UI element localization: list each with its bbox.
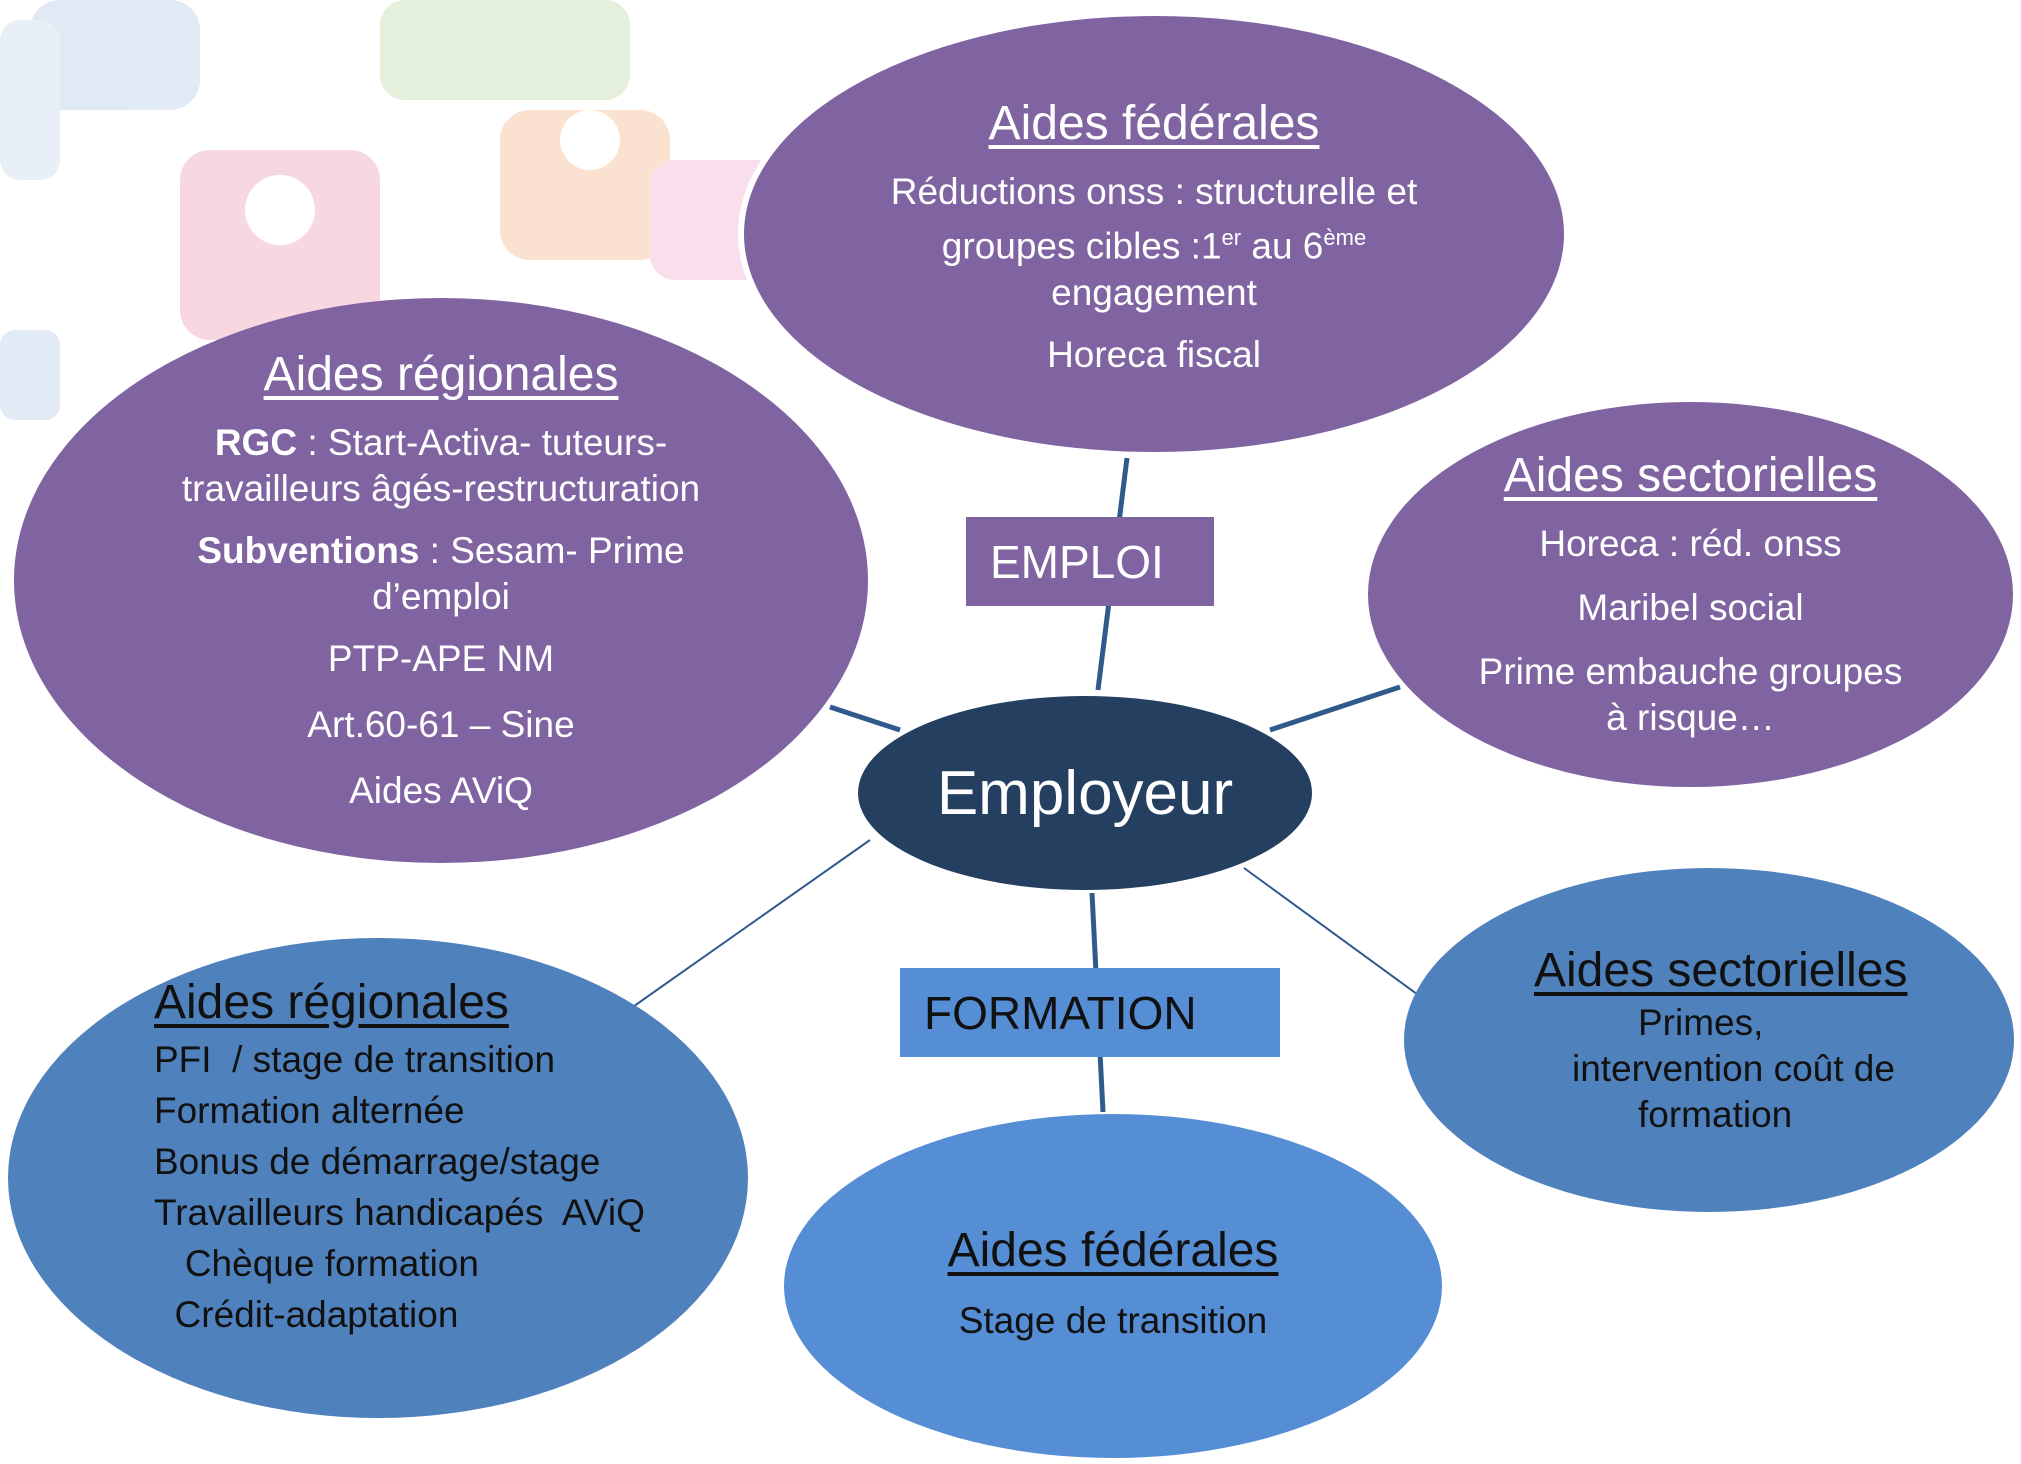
connector-line <box>829 704 901 733</box>
connector-line <box>599 839 871 1031</box>
emploi-regional-line: Aides AViQ <box>349 770 533 811</box>
emploi-sectoral-line: Horeca : réd. onss <box>1539 523 1842 564</box>
emploi-sectoral-line: Prime embauche groupes <box>1478 651 1903 692</box>
emploi-category-label: EMPLOI <box>966 517 1214 606</box>
emploi-federal-bubble: Aides fédérales Réductions onss : struct… <box>738 10 1570 458</box>
emploi-regional-line: Subventions : Sesam- Prime <box>197 530 685 571</box>
emploi-regional-bubble: Aides régionales RGC : Start-Activa- tut… <box>14 298 868 863</box>
formation-regional-title: Aides régionales <box>154 976 509 1029</box>
formation-federal-line: Stage de transition <box>958 1299 1268 1341</box>
emploi-federal-title: Aides fédérales <box>988 97 1320 151</box>
emploi-sectoral-line: Maribel social <box>1577 587 1804 628</box>
emploi-regional-line: RGC : Start-Activa- tuteurs- <box>214 422 668 463</box>
emploi-federal-line: Réductions onss : structurelle et <box>890 171 1418 213</box>
formation-federal-title: Aides fédérales <box>947 1223 1279 1277</box>
formation-federal-bubble: Aides fédérales Stage de transition <box>784 1114 1442 1458</box>
emploi-federal-line: Horeca fiscal <box>1047 333 1261 375</box>
formation-category-text: FORMATION <box>924 986 1197 1039</box>
bg-speech-bubble-icon <box>0 20 60 180</box>
formation-sectoral-title: Aides sectorielles <box>1534 943 1908 997</box>
bg-speech-bubble-icon <box>380 0 630 100</box>
emploi-regional-line: travailleurs âgés-restructuration <box>181 468 701 509</box>
formation-regional-item: Travailleurs handicapés AViQ <box>154 1192 645 1233</box>
formation-sectoral-line: formation <box>1638 1093 1793 1135</box>
emploi-category-text: EMPLOI <box>990 535 1164 588</box>
formation-regional-item: PFI / stage de transition <box>154 1039 556 1080</box>
bg-speech-bubble-icon <box>0 330 60 420</box>
formation-regional-item: Formation alternée <box>154 1090 465 1131</box>
formation-category-label: FORMATION <box>900 968 1280 1057</box>
emploi-regional-line: PTP-APE NM <box>327 638 555 679</box>
formation-sectoral-bubble: Aides sectorielles Primes, intervention … <box>1404 868 2014 1212</box>
emploi-regional-line: Art.60-61 – Sine <box>307 704 575 745</box>
formation-regional-item: Crédit-adaptation <box>154 1294 459 1335</box>
bg-speech-bubble-icon <box>500 110 670 260</box>
connector-line <box>1269 684 1401 733</box>
employeur-label: Employeur <box>936 758 1234 828</box>
emploi-federal-line: groupes cibles :1er au 6ème <box>941 225 1367 267</box>
formation-sectoral-line: Primes, <box>1638 1001 1764 1043</box>
emploi-sectoral-bubble: Aides sectorielles Horeca : réd. onss Ma… <box>1368 402 2013 787</box>
employeur-center-node: Employeur <box>858 696 1312 890</box>
emploi-regional-line: d’emploi <box>372 576 510 617</box>
emploi-federal-line: engagement <box>1051 271 1257 313</box>
formation-regional-item: Chèque formation <box>154 1243 479 1284</box>
formation-regional-item: Bonus de démarrage/stage <box>154 1141 601 1182</box>
bg-person-icon <box>245 175 315 245</box>
formation-regional-bubble: Aides régionales PFI / stage de transiti… <box>8 938 748 1418</box>
emploi-sectoral-line: à risque… <box>1606 697 1775 738</box>
bg-person-icon <box>560 110 620 170</box>
emploi-regional-title: Aides régionales <box>263 348 619 401</box>
emploi-sectoral-title: Aides sectorielles <box>1503 449 1878 502</box>
formation-sectoral-line: intervention coût de <box>1572 1047 1895 1089</box>
bg-speech-bubble-icon <box>30 0 200 110</box>
